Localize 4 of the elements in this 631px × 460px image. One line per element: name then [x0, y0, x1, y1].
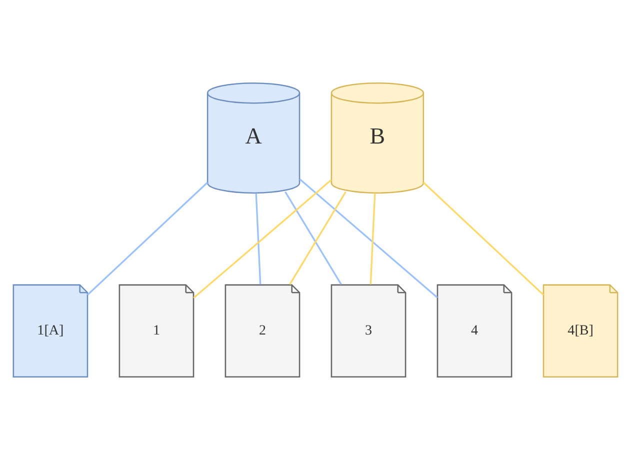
connector	[255, 193, 262, 285]
connector	[193, 179, 332, 298]
connector	[299, 178, 438, 298]
connector	[370, 193, 376, 285]
